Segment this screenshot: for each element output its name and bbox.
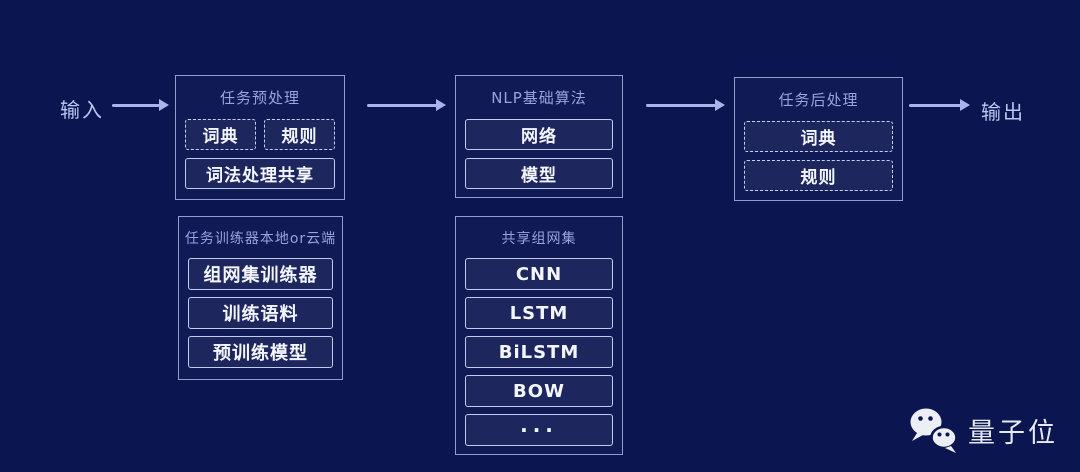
stage-title-nlp: NLP基础算法 (491, 89, 587, 107)
node-network: 网络 (465, 119, 613, 150)
brand-name: 量子位 (968, 417, 1058, 449)
stage-task-preprocess: 任务预处理 词典 规则 词法处理共享 (175, 75, 345, 200)
arrow-postprocess-to-output (909, 99, 970, 111)
stage-title-preprocess: 任务预处理 (219, 89, 300, 107)
stage-body-nlp: 网络 模型 (465, 119, 613, 189)
node-model: 模型 (465, 158, 613, 189)
node-lstm: LSTM (465, 297, 613, 329)
arrow-preprocess-to-nlp (367, 99, 446, 111)
node-netset-trainer: 组网集训练器 (188, 258, 333, 290)
arrow-nlp-to-postprocess (646, 99, 725, 111)
stage-body-postprocess: 词典 规则 (744, 121, 893, 191)
brand-watermark: 量子位 (901, 404, 1058, 456)
arrow-input-to-preprocess (112, 99, 169, 111)
input-label: 输入 (60, 98, 104, 122)
node-lexical-shared: 词法处理共享 (185, 158, 335, 189)
node-dictionary-post: 词典 (744, 121, 893, 152)
node-training-corpus: 训练语料 (188, 297, 333, 329)
panel-body-netset: CNN LSTM BiLSTM BOW ··· (465, 258, 613, 446)
node-bilstm: BiLSTM (465, 336, 613, 368)
panel-title-trainer: 任务训练器本地or云端 (184, 231, 337, 247)
node-pretrained-model: 预训练模型 (188, 336, 333, 368)
node-rules-pre: 规则 (264, 119, 335, 150)
panel-task-trainer: 任务训练器本地or云端 组网集训练器 训练语料 预训练模型 (178, 216, 343, 380)
node-dictionary-pre: 词典 (185, 119, 256, 150)
wechat-icon (910, 408, 958, 453)
node-rules-post: 规则 (744, 160, 893, 191)
node-bow: BOW (465, 375, 613, 407)
stage-task-postprocess: 任务后处理 词典 规则 (734, 77, 903, 201)
panel-shared-netset: 共享组网集 CNN LSTM BiLSTM BOW ··· (455, 216, 623, 455)
output-label: 输出 (981, 100, 1025, 124)
panel-body-trainer: 组网集训练器 训练语料 预训练模型 (188, 258, 333, 368)
stage-nlp-base-algorithms: NLP基础算法 网络 模型 (455, 75, 623, 198)
stage-body-preprocess: 词典 规则 词法处理共享 (185, 119, 335, 189)
stage-title-postprocess: 任务后处理 (778, 91, 859, 109)
panel-title-netset: 共享组网集 (501, 231, 577, 247)
node-ellipsis: ··· (465, 414, 613, 446)
node-cnn: CNN (465, 258, 613, 290)
